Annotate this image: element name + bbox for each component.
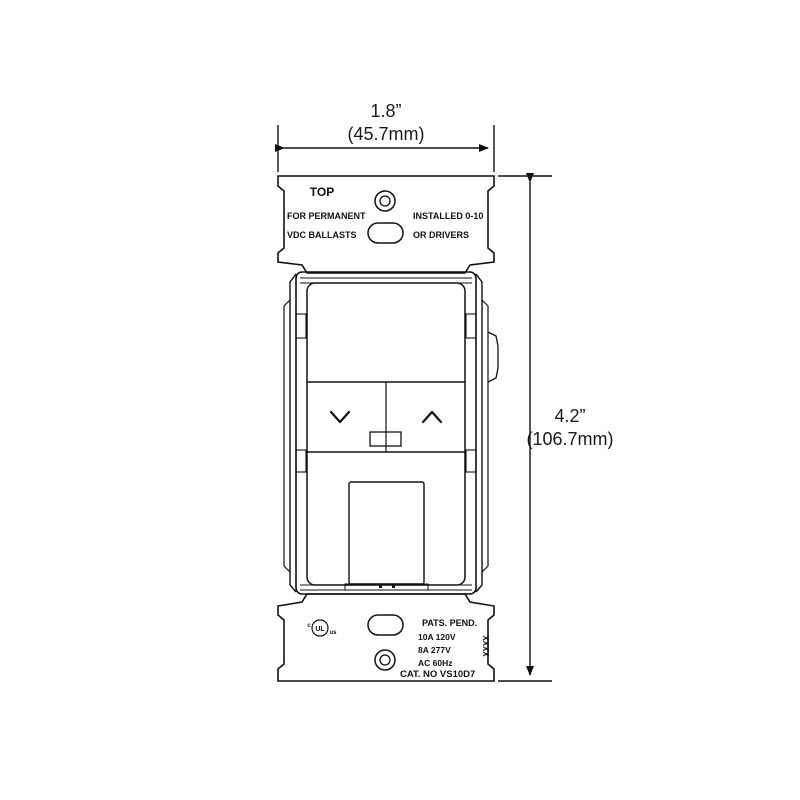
top-screw-hole — [374, 190, 396, 212]
vent-dot-left — [379, 585, 382, 588]
control-face — [306, 282, 466, 591]
chevron-up-icon — [421, 410, 443, 424]
chevron-down-icon — [329, 410, 351, 424]
bottom-mounting-plate: UL c us PATS. PEND. 10A 120V 8A 277V AC … — [277, 593, 495, 682]
top-label: TOP — [310, 185, 334, 199]
bottom-slot — [367, 614, 404, 636]
height-imperial-label: 4.2” — [554, 406, 585, 426]
pats-pend-label: PATS. PEND. — [422, 618, 477, 628]
rating-line-2: 8A 277V — [418, 645, 451, 655]
rating-line-1: 10A 120V — [418, 632, 456, 642]
plate-text-left-2: VDC BALLASTS — [287, 230, 357, 240]
svg-text:c: c — [307, 623, 311, 629]
sensor-lens — [348, 481, 425, 585]
top-slot — [367, 222, 404, 244]
status-indicator — [369, 431, 402, 447]
plate-text-left-1: FOR PERMANENT — [287, 211, 366, 221]
plate-text-right-1: INSTALLED 0-10 — [413, 211, 483, 221]
rating-line-3: AC 60Hz — [418, 658, 452, 668]
width-imperial-label: 1.8” — [370, 101, 401, 121]
catalog-number: CAT. NO VS10D7 — [400, 669, 475, 680]
plate-text-right-2: OR DRIVERS — [413, 230, 469, 240]
width-dimension: 1.8” (45.7mm) — [275, 101, 495, 172]
date-code: XXXX — [481, 635, 490, 657]
width-metric-label: (45.7mm) — [347, 124, 424, 144]
ul-cert-logo: UL c us — [307, 619, 337, 637]
vent-dot-right — [392, 585, 395, 588]
svg-text:UL: UL — [315, 626, 325, 633]
dim-up-button[interactable] — [387, 383, 464, 451]
height-metric-label: (106.7mm) — [526, 429, 613, 449]
svg-text:us: us — [329, 630, 337, 636]
height-dimension: 4.2” (106.7mm) — [498, 173, 614, 682]
dim-down-button[interactable] — [308, 383, 385, 451]
top-mounting-plate: TOP FOR PERMANENT VDC BALLASTS INSTALLED… — [277, 175, 495, 274]
bottom-screw-hole — [374, 649, 396, 671]
